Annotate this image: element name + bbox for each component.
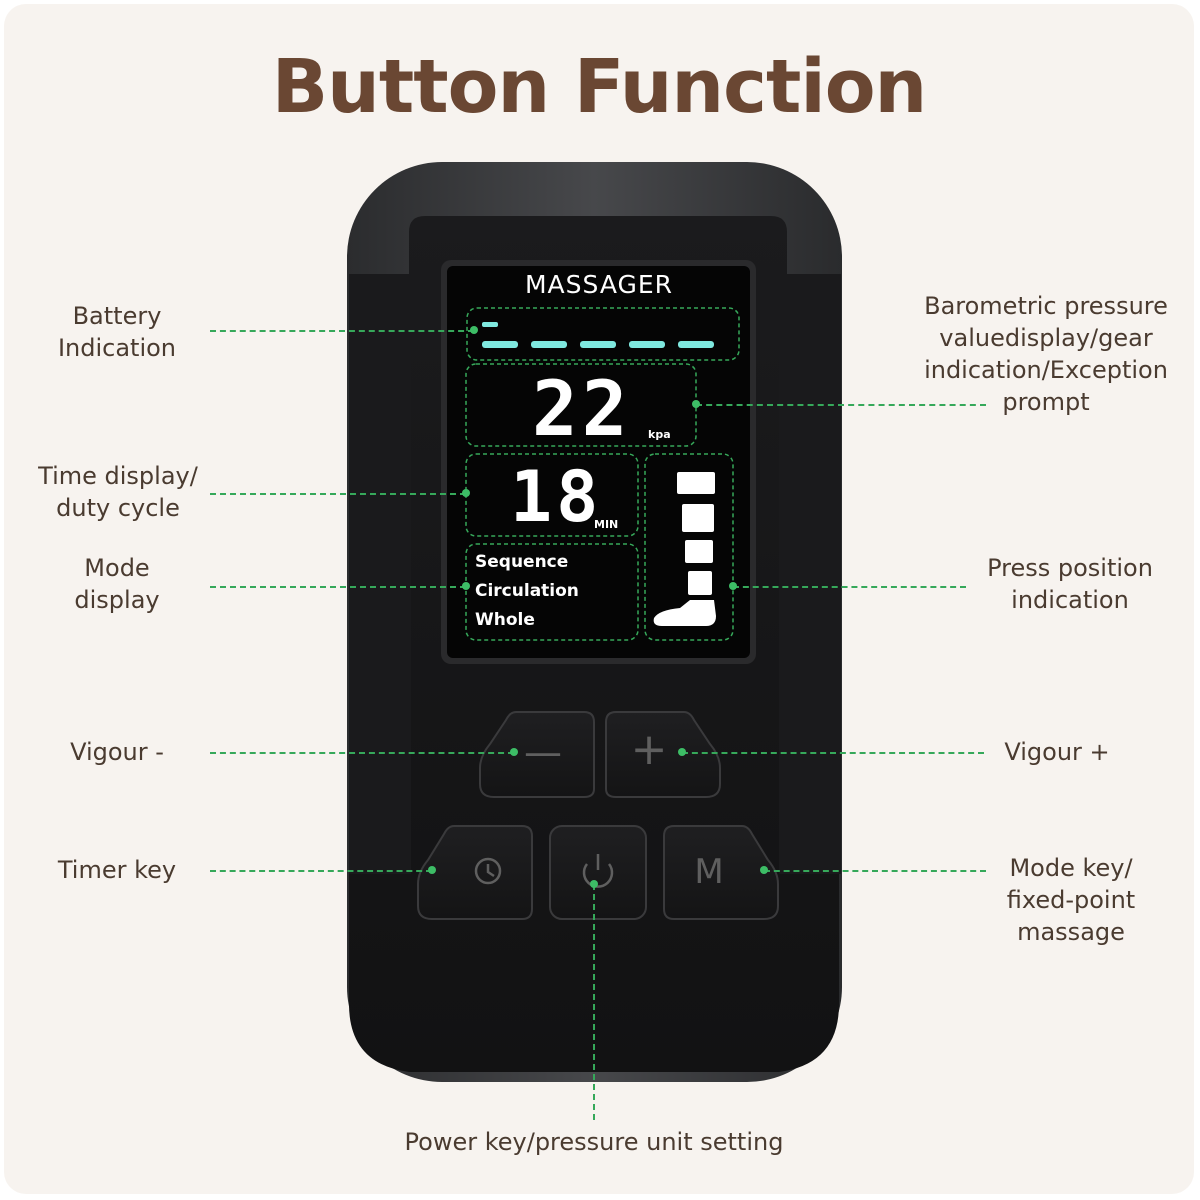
mode-display-leader-dot [462,582,470,590]
vigour-plus-leader [682,752,984,754]
vigour-plus-leader-dot [678,748,686,756]
battery-bar [482,341,518,348]
timer-leader [210,870,432,872]
plus-icon: + [630,724,668,775]
leg-segment [682,504,714,532]
time-leader-dot [462,489,470,497]
pressure-region [465,363,697,447]
minus-icon: — [524,730,562,774]
screen-title: MASSAGER [524,270,674,299]
battery-region [466,307,740,361]
battery-bar [629,341,665,348]
press-position-leader [733,586,966,588]
time-value: 18 [510,456,603,538]
battery-leader-dot [470,326,478,334]
pressure-leader-dot [692,400,700,408]
timer-icon [474,857,502,885]
press-position-leader-dot [729,582,737,590]
leg-segment [685,540,713,563]
vigour-minus-leader [210,752,514,754]
time-leader [210,493,466,495]
pressure-leader [696,404,986,406]
power-key-label: Power key/pressure unit setting [404,1128,784,1156]
mode-key-leader-dot [760,866,768,874]
vigour-plus-button [605,711,721,798]
time-unit: MIN [594,518,619,531]
power-button [549,825,647,920]
battery-leader [210,330,474,332]
page-title: Button Function [271,44,927,130]
battery-bar [580,341,616,348]
vigour-minus-label: Vigour - [70,738,164,766]
time-label: Time display/duty cycle [38,462,198,522]
vigour-plus-label: Vigour + [1004,738,1110,766]
vigour-minus-button [479,711,595,798]
power-leader-dot [590,880,598,888]
foot-segment [653,600,716,626]
battery-bar [531,341,567,348]
vigour-minus-leader-dot [510,748,518,756]
mode-whole: Whole [475,610,535,630]
leg-segment [677,472,715,494]
mode-sequence: Sequence [475,552,569,572]
infographic-card: Button Function [4,4,1194,1194]
pressure-unit: kpa [648,428,671,441]
timer-key-label: Timer key [57,856,177,884]
mode-display-leader [210,586,466,588]
pressure-value: 22 [532,364,632,453]
mode-circulation: Circulation [475,581,579,601]
mode-key-leader [764,870,986,872]
mode-region [465,543,639,641]
mode-m-icon: M [694,852,724,892]
battery-bar [678,341,714,348]
massager-device [347,162,842,1082]
leg-segment [688,571,712,595]
power-icon [582,863,614,888]
timer-leader-dot [428,866,436,874]
power-leader [593,884,595,1120]
mode-button [663,825,779,920]
